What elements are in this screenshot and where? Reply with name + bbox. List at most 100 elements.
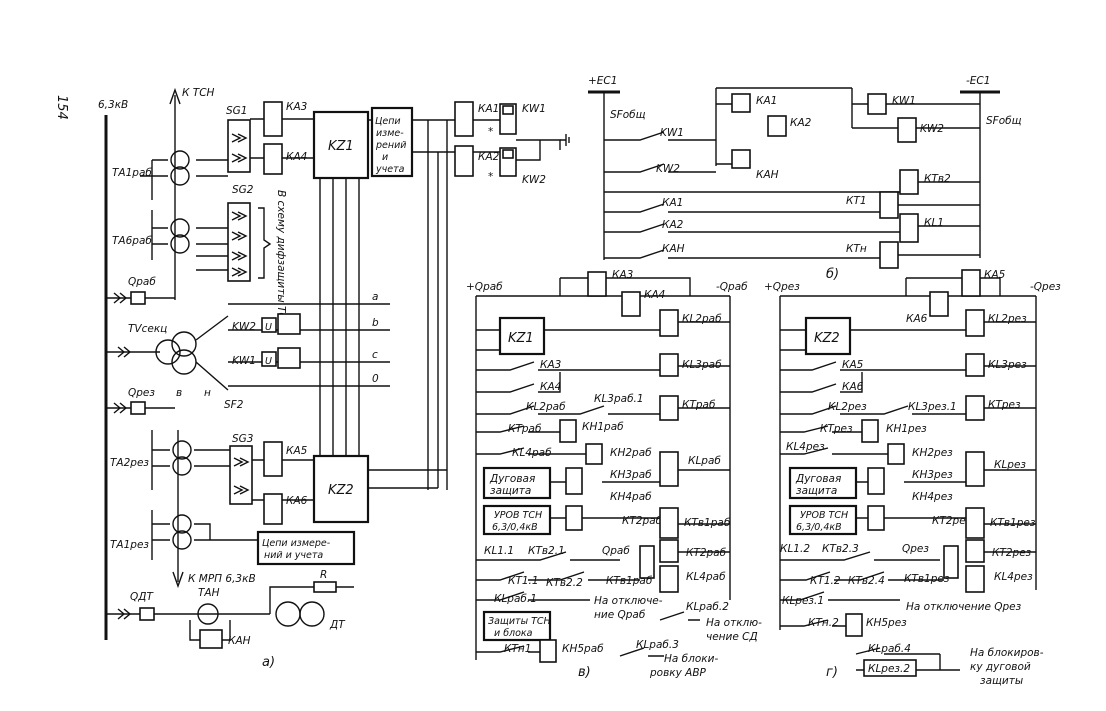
b-kt1-label: КТ1 (846, 195, 867, 207)
panel-g-caption: г) (826, 665, 838, 680)
v-label: в (176, 387, 182, 399)
ta1-rez-label: ТА1рез (110, 539, 149, 551)
meas-top-label-4: и (382, 152, 388, 163)
v-urov-label: УРОВ ТСН (494, 510, 542, 521)
q-dt-label: QДТ (130, 591, 154, 603)
v-kt2-label: КТ2раб (686, 547, 727, 559)
v-q-label: Qраб (602, 545, 630, 557)
kz1-label: KZ1 (328, 139, 354, 154)
v-kl4-label: КL4раб (686, 571, 726, 583)
v-kh5-label: КН5раб (562, 643, 604, 655)
diff-protection-label: В схему дифзащиты ТСН (275, 190, 287, 328)
panel-v-caption: в) (578, 665, 591, 680)
v-ktn1-label: КТн1 (504, 643, 531, 655)
g-kl2c-label: КL2рез (828, 401, 867, 413)
ka5-label: КА5 (286, 445, 308, 457)
b-kw2-coil-label: KW2 (920, 123, 944, 135)
g-kh3-label: КН3рез (912, 469, 953, 481)
g-arc-label-2: защита (796, 485, 837, 497)
v-ktb1-label: КТв1раб (684, 517, 731, 529)
b-kan-contact-label: КАН (662, 243, 685, 255)
v-trip-label-2: ние Qраб (594, 609, 646, 621)
v-trip-label: На отключе- (594, 595, 663, 607)
tan-label: ТАН (198, 587, 220, 599)
v-klrab2-label: КLраб.2 (686, 601, 729, 613)
sg2-label: SG2 (232, 184, 254, 196)
meas-top-label: Цепи (375, 116, 401, 127)
panel-b-caption: б) (826, 267, 839, 282)
q-rab-label: Qраб (128, 276, 156, 288)
sg1-label: SG1 (226, 105, 247, 117)
v-urov-label-2: 6,3/0,4кВ (492, 522, 538, 533)
phase-a-label: а (372, 291, 378, 303)
sf2-label: SF2 (224, 399, 244, 411)
g-kh1-label: КН1рез (886, 423, 927, 435)
v-kl4c-label: КL4раб (512, 447, 552, 459)
ka6-label: КА6 (286, 495, 308, 507)
b-ktn-label: КТн (846, 243, 867, 255)
v-kt11-label: КТ1.1 (508, 575, 539, 587)
v-q-minus-label: -Qраб (716, 281, 748, 293)
panel-g-reserve-circuit: +Qрез -Qрез КА5 КА6 KZ2 КL2рез КL3рез КТ… (764, 269, 1061, 687)
g-klrez2-label: КLрез.2 (868, 663, 910, 675)
g-klrab4-label: КLраб.4 (868, 643, 911, 655)
kw2-label: KW2 (522, 174, 546, 186)
v-ktb1b-label: КТв1раб (606, 575, 653, 587)
g-ktb23-label: КТв2.3 (822, 543, 859, 555)
meas-top-label-2: изме- (376, 128, 404, 139)
v-trip-sd-label-2: чение СД (706, 631, 758, 643)
g-arc-label: Дуговая (795, 473, 841, 485)
g-arc-block-label-3: защиты (980, 675, 1023, 687)
v-ka4-coil-label: КА4 (644, 289, 665, 301)
g-kh2-label: КН2рез (912, 447, 953, 459)
b-kl1-label: КL1 (924, 217, 944, 229)
g-kh4-label: КН4рез (912, 491, 953, 503)
dt-label: ДТ (329, 619, 346, 631)
v-kl-label: КLраб (688, 455, 721, 467)
kw1-u-label: KW1 (232, 355, 256, 367)
g-ktc-label: КТрез (820, 423, 853, 435)
v-klrab3-label: КLраб.3 (636, 639, 679, 651)
ta1-rab-label: ТА1раб (112, 167, 152, 179)
panel-b-control-circuit: +ЕС1 -ЕС1 SFобщ SFобщ КА1 КА2 КАН KW1 KW… (588, 75, 1022, 282)
g-ka6-contact-label: КА6 (842, 381, 864, 393)
v-kh4-label: КН4раб (610, 491, 652, 503)
kw2-u-label: KW2 (232, 321, 256, 333)
v-ka3-contact-label: КА3 (540, 359, 561, 371)
g-q-label: Qрез (902, 543, 929, 555)
meas-bottom-label-2: ний и учета (264, 550, 323, 561)
g-kz2-label: KZ2 (814, 331, 840, 346)
v-kt2c-label: КТ2раб (622, 515, 663, 527)
g-klrez1-label: КLрез.1 (782, 595, 824, 607)
to-mrp-label: К МРП 6,3кВ (188, 573, 256, 585)
g-arc-block-label-2: ку дуговой (970, 661, 1031, 673)
kz2-label: KZ2 (328, 483, 354, 498)
b-kw1-coil-label: KW1 (892, 95, 916, 107)
ta6-rab-label: ТА6раб (112, 235, 152, 247)
ka1-label: КА1 (478, 103, 499, 115)
g-ktn2-label: КТн.2 (808, 617, 839, 629)
page-number: 154 (54, 95, 69, 120)
phase-b-label: b (372, 317, 379, 329)
g-kl4-label: КL4рез (994, 571, 1033, 583)
u-label-2: U (265, 356, 272, 367)
meas-bottom-label: Цепи измере- (262, 538, 331, 549)
v-kl2-label: КL2раб (682, 313, 722, 325)
g-kt-label: КТрез (988, 399, 1021, 411)
g-arc-block-label: На блокиров- (970, 647, 1044, 659)
g-ka5-contact-label: КА5 (842, 359, 864, 371)
panel-v-working-circuit: +Qраб -Qраб КА3 КА4 KZ1 КL2раб КL3раб КТ… (466, 269, 762, 680)
sf-right-label: SFобщ (986, 115, 1022, 127)
v-ktb21-label: КТв2.1 (528, 545, 565, 557)
ec1-minus-label: -ЕС1 (966, 75, 990, 87)
b-kan-label: КАН (756, 169, 779, 181)
g-ka5-coil-label: КА5 (984, 269, 1006, 281)
b-ka1-label: КА1 (756, 95, 777, 107)
v-kl2c-label: КL2раб (526, 401, 566, 413)
v-avr-label: На блоки- (664, 653, 718, 665)
v-kz1-label: KZ1 (508, 331, 534, 346)
v-prot-label: Защиты ТСН (488, 616, 551, 627)
g-urov-label-2: 6,3/0,4кВ (796, 522, 842, 533)
phase-0-label: 0 (372, 373, 379, 385)
